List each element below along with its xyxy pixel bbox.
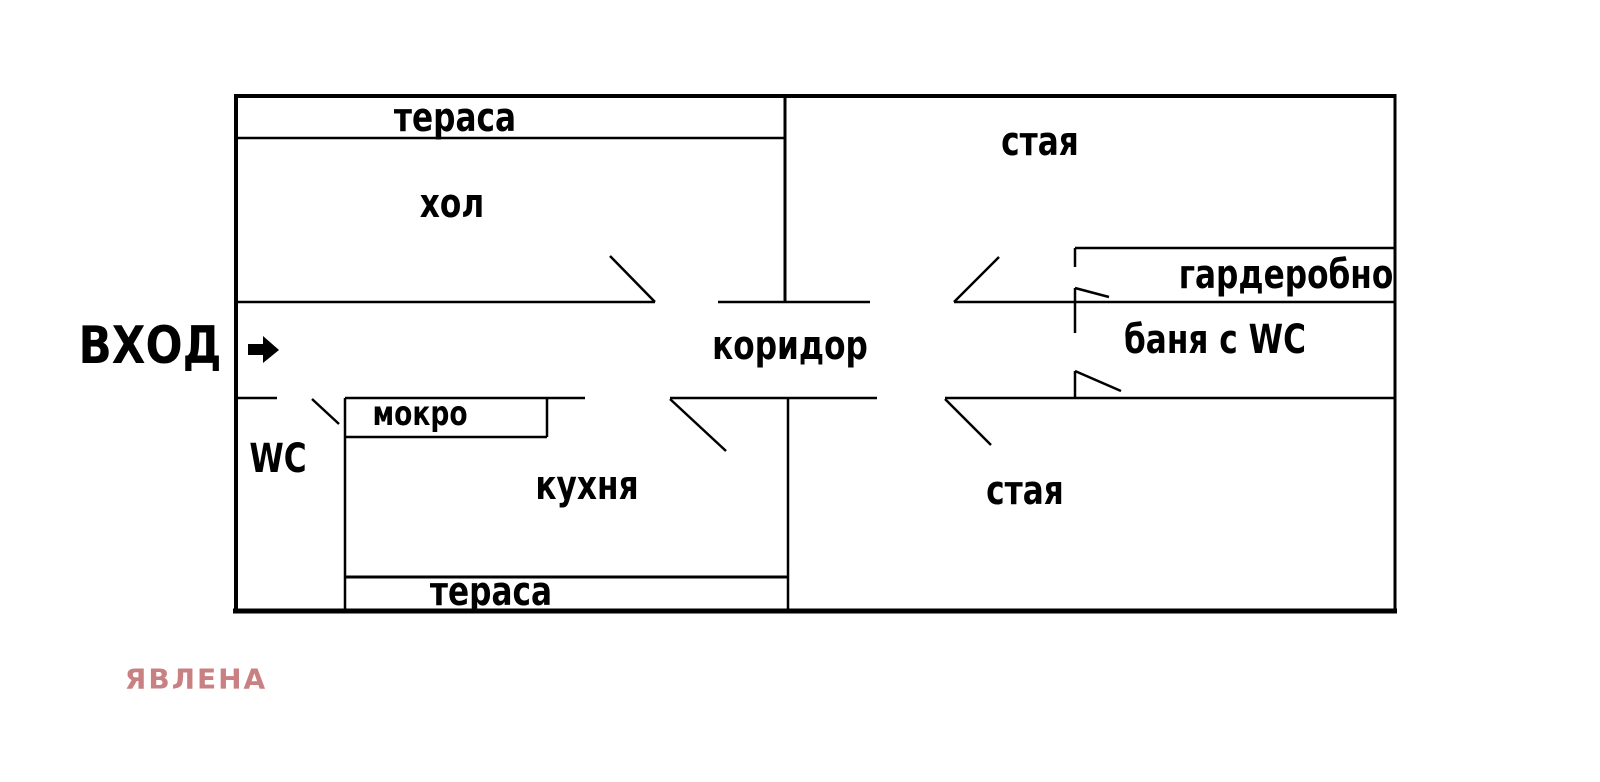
room-label-kitchen: кухня [535, 463, 639, 509]
door-swing-hall [609, 255, 656, 303]
door-leaf-bath [1074, 369, 1122, 393]
room-label-hall: хол [419, 181, 485, 227]
room-label-wet-room: мокро [372, 394, 468, 434]
room-label-terrace-top: тераса [393, 95, 517, 141]
room-label-room-top: стая [1001, 119, 1079, 165]
room-label-terrace-bottom: тераса [429, 569, 553, 615]
room-label-corridor: коридор [712, 323, 868, 369]
room-label-wardrobe: гардеробно [1178, 252, 1394, 298]
entrance-arrow-icon [248, 336, 279, 363]
door-swing-room-top [953, 256, 1000, 303]
entrance-label: ВХОД [78, 316, 222, 376]
door-swing-kitchen [669, 398, 727, 452]
agency-watermark: ЯВЛЕНА [124, 662, 268, 696]
door-leaf-wardrobe [1074, 286, 1110, 299]
door-swing-wc [311, 398, 340, 425]
room-label-room-bottom: стая [986, 468, 1064, 514]
door-swing-room-bottom [944, 398, 992, 446]
room-label-wc: WC [249, 436, 307, 482]
room-label-bath-wc: баня с WC [1124, 317, 1306, 363]
